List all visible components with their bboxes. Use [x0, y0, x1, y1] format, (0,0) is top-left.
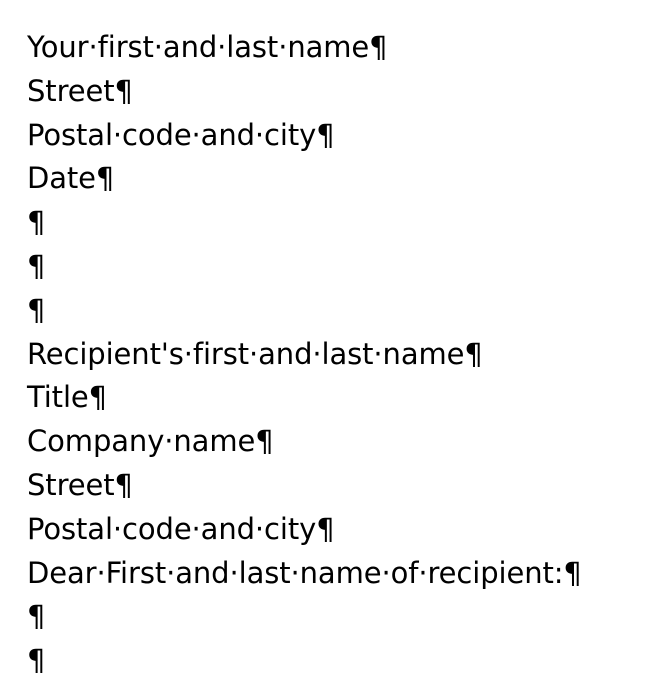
paragraph-line-empty[interactable]: ¶ — [27, 643, 46, 678]
paragraph-line-empty[interactable]: ¶ — [27, 599, 46, 634]
paragraph-line-empty[interactable]: ¶ — [27, 292, 46, 327]
paragraph-line[interactable]: Dear·First·and·last·name·of·recipient:¶ — [27, 555, 582, 590]
paragraph-line[interactable]: Postal·code·and·city¶ — [27, 511, 335, 546]
paragraph-line[interactable]: Title¶ — [27, 380, 107, 415]
paragraph-line[interactable]: Postal·code·and·city¶ — [27, 117, 335, 152]
paragraph-line[interactable]: Your·first·and·last·name¶ — [27, 30, 388, 64]
paragraph-line[interactable]: Recipient's·first·and·last·name¶ — [27, 336, 483, 371]
paragraph-line[interactable]: Street¶ — [27, 467, 133, 502]
paragraph-line-empty[interactable]: ¶ — [27, 205, 46, 240]
paragraph-line[interactable]: Company·name¶ — [27, 424, 274, 459]
paragraph-line[interactable]: Street¶ — [27, 73, 133, 108]
paragraph-line[interactable]: Date¶ — [27, 161, 115, 196]
paragraph-line-empty[interactable]: ¶ — [27, 248, 46, 283]
